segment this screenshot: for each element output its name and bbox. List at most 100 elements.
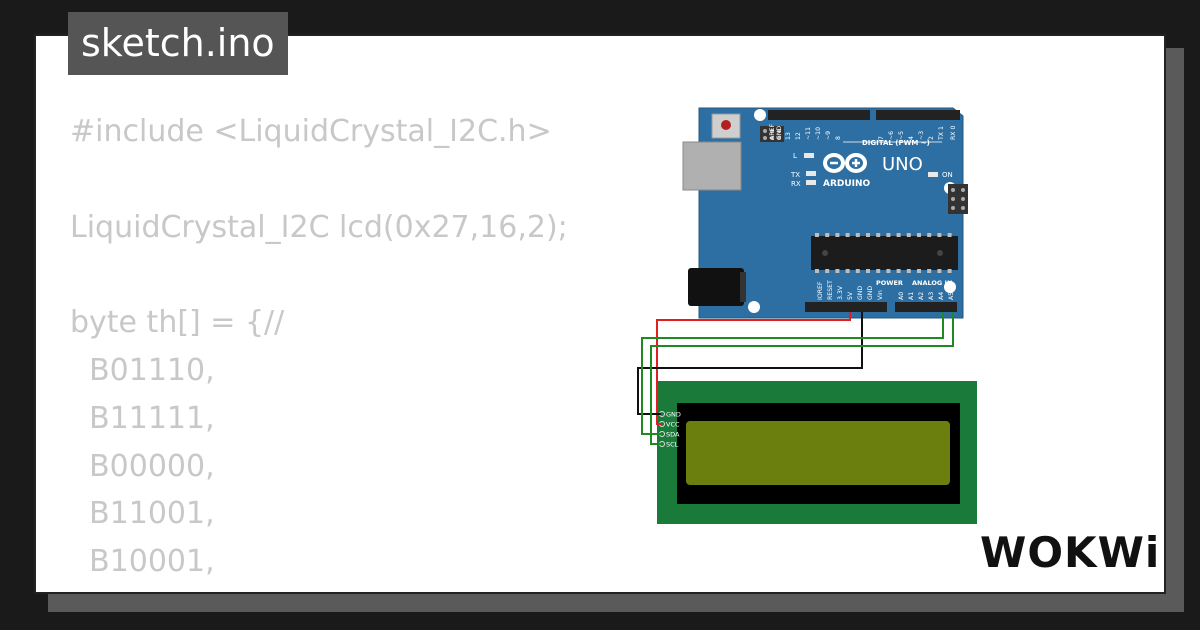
power-label: POWER bbox=[876, 279, 903, 287]
chip-pin bbox=[855, 269, 860, 273]
digital-header-left bbox=[768, 110, 870, 120]
chip-pin bbox=[937, 233, 942, 237]
project-preview-card: #include <LiquidCrystal_I2C.h> LiquidCry… bbox=[34, 34, 1166, 594]
board-model: UNO bbox=[882, 154, 923, 175]
chip-pin bbox=[947, 269, 952, 273]
chip-pin bbox=[896, 233, 901, 237]
pin-label: ~10 bbox=[815, 127, 822, 140]
code-line: LiquidCrystal_I2C lcd(0x27,16,2); bbox=[70, 209, 568, 245]
code-line: B01110, bbox=[70, 352, 215, 388]
filename-tab[interactable]: sketch.ino bbox=[68, 12, 288, 75]
wire-vcc[interactable] bbox=[656, 312, 851, 425]
atmega-chip bbox=[811, 233, 958, 273]
chip-pin bbox=[886, 233, 891, 237]
mounting-hole bbox=[754, 109, 766, 121]
code-line: B11001, bbox=[70, 496, 215, 532]
led-l-label: L bbox=[793, 152, 797, 160]
wire-sda[interactable] bbox=[641, 312, 944, 435]
pin-label: A4 bbox=[938, 292, 945, 300]
pin-label: 12 bbox=[795, 132, 802, 140]
pin-label: ~3 bbox=[918, 131, 925, 140]
pin-label: A1 bbox=[908, 292, 915, 300]
chip-pin bbox=[815, 269, 819, 273]
chip-pin bbox=[947, 233, 952, 237]
pin-label: ~11 bbox=[805, 127, 812, 140]
chip-pin bbox=[815, 233, 819, 237]
chip-pin bbox=[876, 269, 881, 273]
code-preview: #include <LiquidCrystal_I2C.h> LiquidCry… bbox=[70, 108, 568, 593]
pin-label: A3 bbox=[928, 292, 935, 300]
chip-pin bbox=[855, 233, 860, 237]
pin-label: A2 bbox=[918, 292, 925, 300]
analog-label: ANALOG IN bbox=[912, 279, 952, 287]
led-tx-label: TX bbox=[790, 171, 800, 179]
pin-label: A5 bbox=[948, 292, 955, 300]
code-line bbox=[70, 251, 568, 299]
chip-pin bbox=[845, 269, 850, 273]
pin-label: GND bbox=[857, 286, 864, 300]
board-brand: ARDUINO bbox=[823, 179, 871, 189]
pin-label: RESET bbox=[827, 280, 834, 300]
pin-label: RX 0 bbox=[950, 125, 957, 140]
chip-pin bbox=[886, 269, 891, 273]
chip-pin bbox=[866, 269, 870, 273]
chip-pin bbox=[937, 269, 942, 273]
code-line: B00000, bbox=[70, 448, 215, 484]
pin-label: 7 bbox=[878, 136, 885, 140]
pin-label: IOREF bbox=[817, 281, 824, 300]
power-jack bbox=[688, 268, 744, 306]
pin-label: A0 bbox=[898, 292, 905, 300]
chip-pin bbox=[896, 269, 901, 273]
chip-pin bbox=[927, 269, 932, 273]
pin-label: Vin bbox=[877, 290, 884, 300]
pin-label: ~5 bbox=[898, 131, 905, 140]
wire-gnd[interactable] bbox=[637, 312, 863, 415]
pin-label: GND bbox=[867, 286, 874, 300]
mounting-hole bbox=[748, 301, 760, 313]
digital-label: DIGITAL (PWM ~) bbox=[862, 139, 930, 147]
code-line: byte th[] = {// bbox=[70, 305, 285, 341]
lcd-pin-label: SCL bbox=[666, 441, 679, 449]
led-rx bbox=[806, 180, 816, 185]
wire-scl[interactable] bbox=[650, 312, 954, 445]
icsp-header-right bbox=[948, 184, 968, 214]
code-line: #include <LiquidCrystal_I2C.h> bbox=[70, 114, 552, 149]
pin-label: 5V bbox=[847, 291, 854, 300]
lcd-pin-label: SDA bbox=[666, 431, 680, 439]
led-tx bbox=[806, 171, 816, 176]
chip-pin bbox=[845, 233, 850, 237]
pin-label: 4 bbox=[908, 136, 915, 140]
chip-pin bbox=[835, 233, 840, 237]
led-rx-label: RX bbox=[791, 180, 801, 188]
digital-header-right bbox=[876, 110, 960, 120]
code-line: B11101, bbox=[70, 586, 568, 593]
lcd-screen bbox=[686, 421, 950, 485]
led-l bbox=[804, 153, 814, 158]
chip-pin bbox=[866, 233, 870, 237]
icsp-header bbox=[760, 126, 784, 142]
chip-pin bbox=[906, 233, 911, 237]
wokwi-logo: WOKWi bbox=[976, 522, 1159, 586]
power-header bbox=[805, 302, 887, 312]
mounting-hole bbox=[944, 281, 956, 293]
led-on-label: ON bbox=[942, 171, 953, 179]
pin-label: 2 bbox=[928, 136, 935, 140]
pin-label: TX 1 bbox=[938, 126, 945, 141]
chip-pin bbox=[927, 233, 932, 237]
wokwi-logo-svg: WOKWi bbox=[980, 528, 1159, 577]
pin-label: ~9 bbox=[825, 131, 832, 140]
chip-pin bbox=[825, 233, 830, 237]
code-line bbox=[70, 156, 568, 204]
chip-pin bbox=[917, 269, 921, 273]
pin-label: 8 bbox=[835, 136, 842, 140]
code-line: B11111, bbox=[70, 400, 215, 436]
pin-label: AREF bbox=[769, 124, 776, 140]
lcd-pin-label: GND bbox=[666, 411, 681, 419]
arduino-logo-icon bbox=[823, 153, 867, 173]
led-on bbox=[928, 172, 938, 177]
